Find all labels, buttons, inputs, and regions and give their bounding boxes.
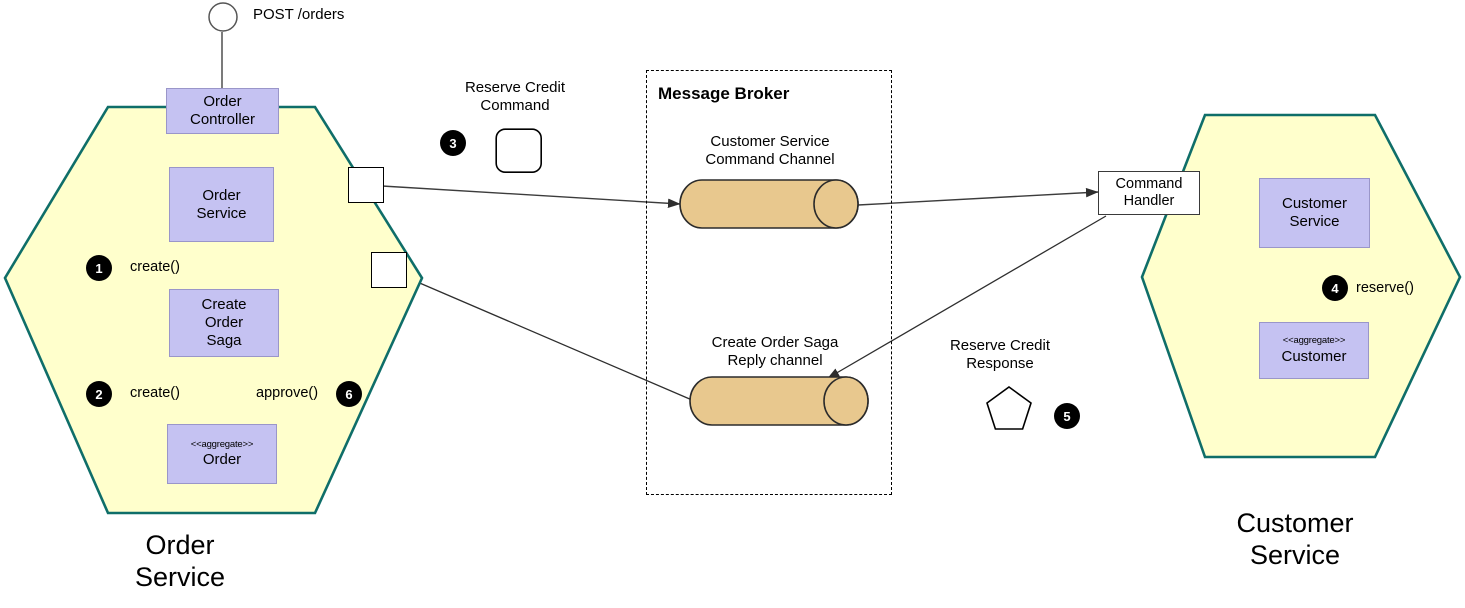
rest-endpoint-icon	[208, 2, 238, 32]
step-badge-5-number: 5	[1063, 408, 1071, 424]
step-badge-2-number: 2	[95, 386, 103, 402]
step-badge-4: 4	[1322, 275, 1348, 301]
reserve-credit-command-label: Reserve Credit Command	[464, 79, 566, 114]
step-badge-3-number: 3	[449, 135, 457, 151]
step-2-operation-label: create()	[130, 385, 180, 401]
order-aggregate[interactable]: <<aggregate>> Order	[167, 424, 277, 484]
step-badge-4-number: 4	[1331, 280, 1339, 296]
step-badge-2: 2	[86, 381, 112, 407]
create-order-saga-reply-channel-label: Create Order Saga Reply channel	[711, 334, 839, 369]
reserve-credit-response-label: Reserve Credit Response	[949, 337, 1051, 372]
customer-aggregate-name: Customer	[1281, 347, 1347, 365]
order-service-caption: Order Service	[134, 530, 226, 592]
customer-service-command-channel-label: Customer Service Command Channel	[705, 133, 835, 168]
rest-endpoint-label: POST /orders	[253, 6, 345, 23]
command-handler-box[interactable]: Command Handler	[1098, 171, 1200, 215]
step-badge-6-number: 6	[345, 386, 353, 402]
order-service-label: Order Service	[196, 186, 247, 222]
customer-service-boundary	[1140, 113, 1462, 459]
customer-aggregate-stereotype: <<aggregate>>	[1282, 335, 1346, 347]
step-badge-6: 6	[336, 381, 362, 407]
create-order-saga-label: Create Order Saga	[201, 296, 247, 349]
reserve-credit-response-icon	[986, 386, 1032, 430]
customer-service-label: Customer Service	[1281, 195, 1348, 230]
message-broker-container	[646, 70, 892, 495]
order-aggregate-stereotype: <<aggregate>>	[190, 438, 254, 450]
step-badge-1-number: 1	[95, 260, 103, 276]
step-badge-1: 1	[86, 255, 112, 281]
customer-service-component[interactable]: Customer Service	[1259, 178, 1370, 248]
customer-service-command-channel[interactable]	[678, 178, 862, 230]
reserve-credit-command-icon	[495, 128, 543, 174]
customer-aggregate[interactable]: <<aggregate>> Customer	[1259, 322, 1369, 379]
order-controller-component[interactable]: Order Controller	[166, 88, 279, 134]
customer-service-caption: Customer Service	[1236, 508, 1354, 570]
step-badge-5: 5	[1054, 403, 1080, 429]
step-badge-3: 3	[440, 130, 466, 156]
step-1-operation-label: create()	[130, 259, 180, 275]
step-6-operation-label: approve()	[256, 385, 319, 401]
create-order-saga-component[interactable]: Create Order Saga	[169, 289, 279, 357]
create-order-saga-reply-channel[interactable]	[688, 375, 872, 427]
message-broker-title: Message Broker	[658, 84, 790, 103]
order-service-inbound-port[interactable]	[371, 252, 407, 288]
order-aggregate-name: Order	[202, 451, 242, 469]
order-controller-label: Order Controller	[189, 93, 256, 128]
order-service-component[interactable]: Order Service	[169, 167, 274, 242]
step-4-operation-label: reserve()	[1356, 280, 1415, 296]
command-handler-label: Command Handler	[1115, 175, 1183, 209]
order-service-outbound-port[interactable]	[348, 167, 384, 203]
